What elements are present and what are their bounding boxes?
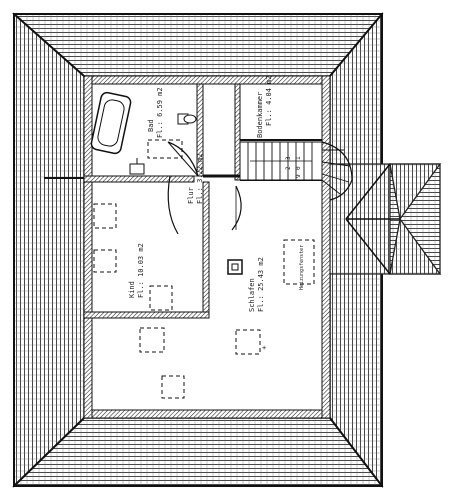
svg-text:+: + [262, 344, 266, 352]
label-schlafen: Schlafen Fl.: 25.43 m2 [248, 257, 265, 312]
room-area-bodenkammer: Fl.: 4.04 m2 [265, 75, 273, 126]
room-name-flur: Flur [187, 187, 195, 204]
label-bad: Bad Fl.: 6.59 m2 [147, 87, 164, 138]
heizung-label: Heizungsfenster [299, 245, 305, 290]
dormer [329, 163, 442, 275]
interior [83, 75, 331, 419]
stair-mark-3: 1 [295, 156, 302, 160]
label-kind: Kind Fl.: 10.03 m2 [128, 243, 145, 298]
sink [129, 158, 145, 175]
room-name-bad: Bad [147, 119, 155, 132]
bathtub [90, 91, 132, 155]
stair-mark-4: 0 [295, 166, 302, 170]
stair-mark-5: 9 [295, 174, 302, 178]
stair-mark-1: 3 [285, 156, 292, 160]
staircase: 3 2 1 0 9 [239, 141, 353, 201]
room-area-kind: Fl.: 10.03 m2 [137, 243, 145, 298]
room-name-schlafen: Schlafen [248, 278, 256, 312]
label-flur: Flur Fl.: 3.22 m2 [187, 153, 204, 204]
room-area-schlafen: Fl.: 25.43 m2 [257, 257, 265, 312]
toilet [177, 113, 197, 125]
label-bodenkammer: Bodenkammer Fl.: 4.04 m2 [256, 75, 273, 138]
chimney [227, 259, 243, 275]
roof [12, 11, 384, 489]
room-area-flur: Fl.: 3.22 m2 [196, 153, 204, 204]
room-name-bodenkammer: Bodenkammer [256, 92, 264, 138]
room-area-bad: Fl.: 6.59 m2 [156, 87, 164, 138]
roof-left-plane [13, 12, 85, 488]
room-name-kind: Kind [128, 281, 136, 298]
stair-mark-2: 2 [285, 166, 292, 170]
